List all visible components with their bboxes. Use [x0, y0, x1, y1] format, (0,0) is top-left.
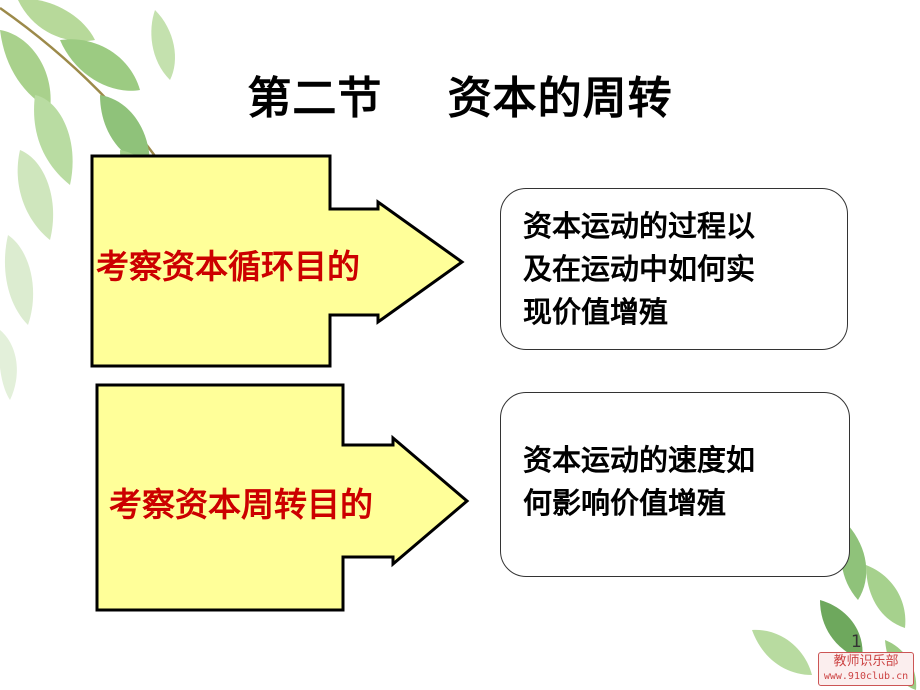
arrow-label-turnover: 考察资本周转目的 — [109, 485, 373, 524]
watermark-name: 教师识乐部 — [833, 654, 899, 669]
watermark-url: www.910club.cn — [823, 671, 909, 682]
result-line: 及在运动中如何实 — [523, 252, 756, 286]
result-line: 何影响价值增殖 — [523, 486, 727, 520]
result-line: 资本运动的速度如 — [523, 443, 756, 477]
result-line: 资本运动的过程以 — [523, 209, 756, 243]
result-box-circulation: 资本运动的过程以 及在运动中如何实 现价值增殖 — [500, 188, 848, 350]
result-box-turnover: 资本运动的速度如 何影响价值增殖 — [500, 392, 850, 577]
leaf-branch-top-left — [0, 0, 192, 400]
arrow-label-circulation: 考察资本循环目的 — [96, 247, 360, 286]
page-title: 第二节 资本的周转 — [247, 73, 673, 124]
page-number: 1 — [851, 632, 862, 652]
arrow-shape-turnover — [95, 383, 470, 612]
site-watermark: 教师识乐部 www.910club.cn — [818, 652, 914, 686]
result-line: 现价值增殖 — [523, 295, 669, 329]
arrow-shape-circulation — [90, 154, 465, 368]
